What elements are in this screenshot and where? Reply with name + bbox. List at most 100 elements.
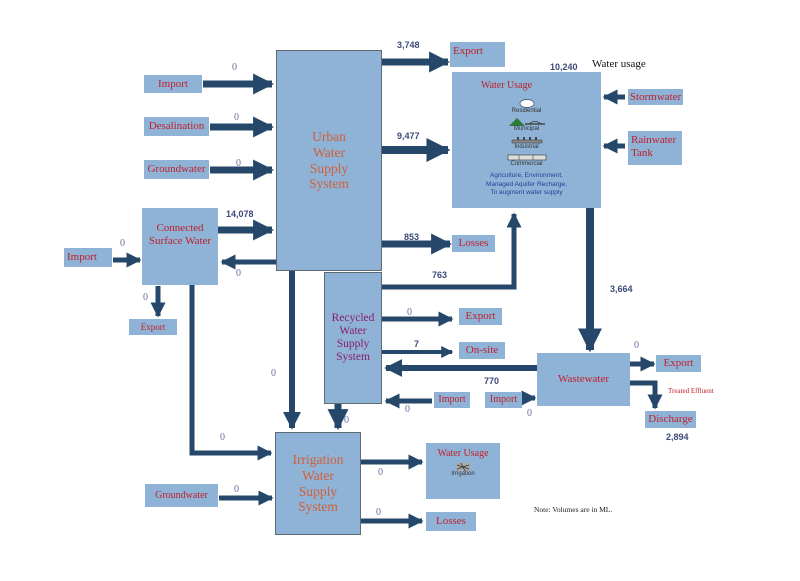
import-ww-label: Import (489, 394, 518, 406)
usage-desc-3: To augment water supply (490, 188, 563, 196)
urban-label-1: Urban (312, 129, 346, 145)
flow-gw-urban: 0 (236, 158, 241, 169)
flow-urban-usage: 9,477 (397, 131, 420, 141)
residential-icon (519, 98, 534, 108)
flow-recycled-onsite: 7 (414, 339, 420, 349)
flow-urban-csw: 0 (236, 268, 241, 279)
irrigation-water-supply-system: Irrigation Water Supply System (275, 432, 361, 535)
export-csw-label: Export (140, 321, 166, 332)
csw-label-2: Surface Water (148, 234, 212, 247)
irrigation-water-usage-box: Water Usage Irrigation (426, 443, 500, 499)
export-recycled-box: Export (459, 308, 502, 325)
stormwater-box: Stormwater (628, 89, 683, 105)
industrial-label: Industrial (514, 144, 539, 151)
import-source-box: Import (144, 75, 202, 93)
stormwater-label: Stormwater (629, 90, 682, 103)
export-urban-box: Export (450, 42, 505, 67)
desalination-box: Desalination (144, 117, 209, 136)
flow-urban-irr: 0 (271, 368, 276, 379)
treated-effluent-label: Treated Effluent (668, 387, 714, 395)
flow-recycled-irr: 0 (344, 415, 349, 426)
groundwater-top-box: Groundwater (144, 160, 209, 179)
water-usage-heading: Water usage (592, 58, 646, 70)
flow-ww-export: 0 (634, 340, 639, 351)
csw-label-1: Connected (156, 222, 204, 234)
water-usage-title: Water Usage (480, 80, 533, 91)
onsite-box: On-site (459, 342, 505, 359)
urban-label-4: System (309, 176, 349, 192)
arrow-csw-irr (189, 284, 273, 461)
recycled-label-4: System (336, 351, 370, 364)
flow-csw-urban: 14,078 (226, 209, 254, 219)
volume-note: Note: Volumes are in ML. (534, 505, 613, 514)
import-top-label: Import (158, 77, 188, 90)
irrigation-icon-label: Irrigation (451, 470, 475, 477)
water-usage-box: Water Usage Residential Municipal Indust… (452, 72, 601, 208)
residential-label: Residential (511, 107, 542, 114)
irrigation-label-1: Irrigation (292, 452, 344, 468)
rainwater-label-1: Rainwater (631, 134, 677, 146)
losses-urban-box: Losses (452, 235, 495, 252)
rainwater-tank-box: Rainwater Tank (628, 131, 682, 165)
losses-urban-label: Losses (458, 237, 489, 250)
commercial-icon (507, 154, 546, 161)
discharge-label: Discharge (648, 413, 693, 426)
import-csw-box: Import (64, 248, 112, 267)
arrow-recycled-usage (382, 212, 522, 290)
flow-irr-usage: 0 (378, 467, 383, 478)
recycled-label-3: Supply (336, 338, 370, 350)
irrigation-label-2: Water (302, 467, 334, 483)
groundwater-top-label: Groundwater (147, 163, 206, 176)
recycled-water-supply-system: Recycled Water Supply System (324, 272, 382, 404)
groundwater-bottom-label: Groundwater (155, 489, 208, 501)
flow-urban-losses: 853 (404, 232, 420, 242)
groundwater-bottom-box: Groundwater (145, 484, 218, 507)
recycled-label-2: Water (339, 324, 367, 337)
export-ww-box: Export (656, 355, 701, 372)
import-recycled-label: Import (438, 394, 466, 406)
commercial-label: Commercial (510, 161, 543, 168)
connected-surface-water: Connected Surface Water (142, 208, 218, 285)
water-usage-total: 10,240 (550, 62, 578, 72)
urban-water-supply-system: Urban Water Supply System (276, 50, 382, 271)
export-recycled-label: Export (465, 310, 496, 323)
export-ww-label: Export (663, 357, 694, 370)
flow-import-ww: 0 (527, 408, 532, 419)
flow-recycled-usage: 763 (432, 270, 448, 280)
losses-irr-label: Losses (436, 515, 466, 528)
flow-urban-export: 3,748 (397, 40, 420, 50)
flow-ww-recycled: 770 (484, 376, 500, 386)
urban-label-3: Supply (309, 160, 349, 176)
municipal-label: Municipal (513, 126, 540, 133)
export-top-label: Export (453, 45, 483, 57)
flow-irr-losses: 0 (376, 507, 381, 518)
flow-import-csw: 0 (120, 238, 125, 249)
losses-irr-box: Losses (426, 512, 476, 531)
industrial-icon (511, 137, 542, 144)
arrow-ww-discharge (630, 380, 663, 410)
import-ww-box: Import (485, 392, 522, 408)
usage-desc-1: Agriculture, Environment, (490, 172, 563, 180)
flow-recycled-export: 0 (407, 307, 412, 318)
desalination-label: Desalination (148, 120, 205, 133)
rainwater-label-2: Tank (631, 146, 653, 159)
usage-desc-2: Managed Aquifer Recharge, (486, 180, 567, 188)
flow-csw-export: 0 (143, 292, 148, 303)
flow-gw-irr: 0 (234, 484, 239, 495)
recycled-label-1: Recycled (331, 311, 375, 324)
wastewater: Wastewater (537, 353, 630, 406)
import-left-label: Import (67, 251, 97, 264)
municipal-icon (508, 118, 545, 127)
flow-usage-ww: 3,664 (610, 284, 633, 294)
flow-import-urban: 0 (232, 62, 237, 73)
export-csw-box: Export (129, 319, 177, 335)
wastewater-label: Wastewater (557, 373, 610, 386)
onsite-label: On-site (465, 344, 499, 357)
irrigation-label-3: Supply (298, 483, 338, 499)
irr-usage-title: Water Usage (437, 448, 489, 459)
urban-label-2: Water (313, 144, 345, 160)
irrigation-icon (456, 462, 470, 471)
discharge-box: Discharge (645, 411, 696, 428)
irrigation-label-4: System (298, 499, 338, 515)
